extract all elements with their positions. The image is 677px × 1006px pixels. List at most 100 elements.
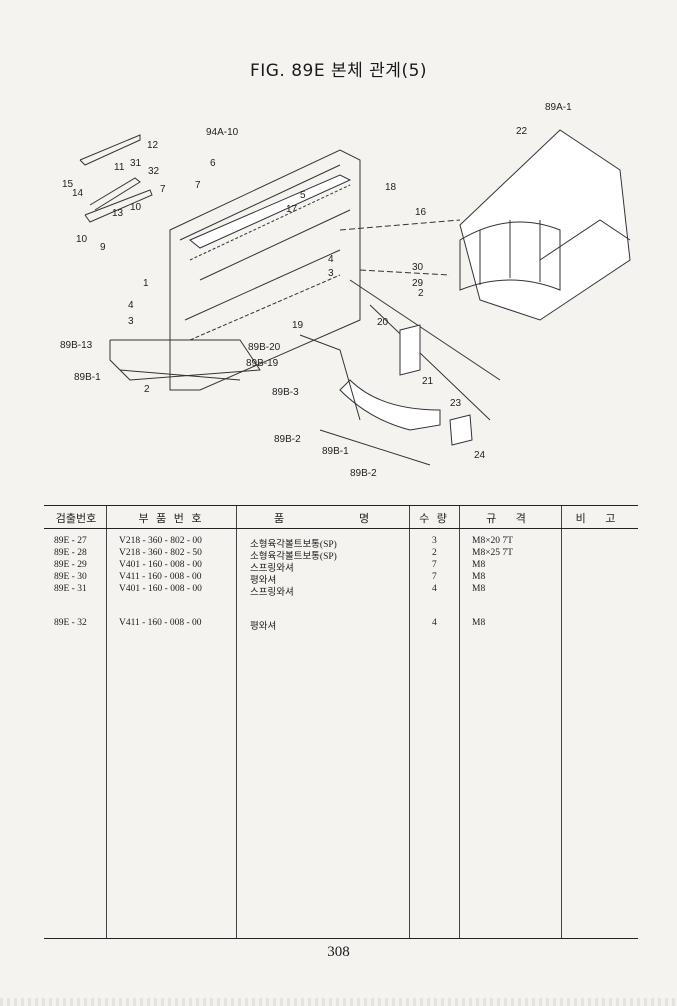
table-row: 89E - 28 V218 - 360 - 802 - 50 소형육각볼트보통(… [44, 548, 638, 562]
callout: 11 [114, 162, 125, 173]
callout: 20 [377, 317, 389, 328]
callout: 6 [210, 158, 216, 169]
callout: 29 [412, 278, 424, 289]
callout: 3 [328, 268, 334, 279]
row-part-no: V218 - 360 - 802 - 00 [119, 536, 202, 546]
callout: 89A-1 [545, 102, 572, 113]
callout: 4 [328, 254, 334, 265]
row-spec: M8 [472, 560, 486, 570]
table-row: 89E - 30 V411 - 160 - 008 - 00 평와셔 7 M8 [44, 572, 638, 586]
page-number: 308 [327, 944, 350, 960]
table-header: 검출번호 부 품 번 호 품 명 수 량 규 격 비 고 [44, 506, 638, 529]
row-spec: M8 [472, 572, 486, 582]
row-qty: 2 [432, 548, 437, 558]
bracket-23 [449, 414, 473, 446]
callout: 89B-19 [246, 358, 279, 369]
callout: 89B-1 [74, 372, 101, 383]
row-qty: 7 [432, 572, 437, 582]
callout: 31 [130, 158, 142, 169]
bracket-12 [79, 134, 141, 166]
row-name: 소형육각볼트보통(SP) [250, 540, 337, 550]
bracket-13 [84, 189, 153, 223]
callout: 32 [148, 166, 160, 177]
callout: 89B-1 [322, 446, 349, 457]
row-qty: 4 [432, 618, 437, 628]
row-part-no: V411 - 160 - 008 - 00 [119, 618, 202, 628]
header-qty: 수 량 [419, 512, 449, 525]
row-spec: M8×25 7T [472, 548, 513, 558]
callout: 12 [147, 140, 159, 151]
column-divider [236, 506, 237, 938]
row-ref: 89E - 31 [54, 584, 87, 594]
header-spec: 규 격 [486, 512, 534, 525]
callout: 22 [516, 126, 528, 137]
callout: 89B-13 [60, 340, 93, 351]
header-part-no: 부 품 번 호 [138, 512, 204, 525]
callout: 94A-10 [206, 127, 239, 138]
callout: 3 [128, 316, 134, 327]
figure-title: FIG. 89E 본체 관계(5) [249, 61, 428, 81]
callout: 89B-20 [248, 342, 281, 353]
table-row: 89E - 27 V218 - 360 - 802 - 00 소형육각볼트보통(… [44, 536, 638, 550]
row-name: 소형육각볼트보통(SP) [250, 552, 337, 562]
body-frame-part [169, 149, 361, 391]
row-ref: 89E - 32 [54, 618, 87, 628]
header-note: 비 고 [575, 512, 624, 525]
callout: 89B-2 [274, 434, 301, 445]
callout: 23 [450, 398, 462, 409]
body-frame-edge [179, 164, 341, 241]
row-name: 평와셔 [250, 576, 277, 586]
row-qty: 7 [432, 560, 437, 570]
table-row: 89E - 31 V401 - 160 - 008 - 00 스프링와셔 4 M… [44, 584, 638, 598]
callout: 17 [286, 204, 298, 215]
top-rail-part [189, 174, 352, 249]
row-spec: M8 [472, 618, 486, 628]
callout: 30 [412, 262, 424, 273]
column-divider [106, 506, 107, 938]
row-name: 평와셔 [250, 622, 277, 632]
body-frame-base [109, 339, 261, 381]
rod-89B-2 [319, 429, 431, 466]
callout: 19 [292, 320, 304, 331]
header-ref: 검출번호 [55, 512, 97, 525]
row-ref: 89E - 30 [54, 572, 87, 582]
row-qty: 4 [432, 584, 437, 594]
column-divider [409, 506, 410, 938]
row-name: 스프링와셔 [250, 564, 294, 574]
row-ref: 89E - 27 [54, 536, 87, 546]
row-part-no: V218 - 360 - 802 - 50 [119, 548, 202, 558]
callout-labels: 89A-1 22 94A-10 12 6 11 31 32 15 14 7 13… [60, 102, 572, 479]
exploded-parts-diagram: 89A-1 22 94A-10 12 6 11 31 32 15 14 7 13… [40, 90, 640, 490]
row-part-no: V411 - 160 - 008 - 00 [119, 572, 202, 582]
callout: 5 [300, 190, 306, 201]
callout: 16 [415, 207, 427, 218]
row-spec: M8×20 7T [472, 536, 513, 546]
diagram-svg: 89A-1 22 94A-10 12 6 11 31 32 15 14 7 13… [60, 102, 631, 479]
callout: 7 [160, 184, 166, 195]
row-qty: 3 [432, 536, 437, 546]
callout: 9 [100, 242, 106, 253]
callout: 13 [112, 208, 124, 219]
column-divider [459, 506, 460, 938]
header-name-1: 품 [274, 512, 287, 525]
callout: 89B-2 [350, 468, 377, 479]
table-row: 89E - 32 V411 - 160 - 008 - 00 평와셔 4 M8 [44, 618, 638, 632]
callout: 2 [418, 288, 424, 299]
cover-plate-89B-1 [339, 379, 441, 431]
callout: 89B-3 [272, 387, 299, 398]
callout: 7 [195, 180, 201, 191]
row-ref: 89E - 29 [54, 560, 87, 570]
hopper-drum [459, 221, 561, 291]
callout: 15 [62, 179, 74, 190]
callout: 10 [76, 234, 88, 245]
parts-table: 검출번호 부 품 번 호 품 명 수 량 규 격 비 고 89E - 27 V2… [44, 505, 638, 939]
row-name: 스프링와셔 [250, 588, 294, 598]
row-part-no: V401 - 160 - 008 - 00 [119, 560, 202, 570]
callout: 10 [130, 202, 142, 213]
row-part-no: V401 - 160 - 008 - 00 [119, 584, 202, 594]
callout: 2 [144, 384, 150, 395]
row-ref: 89E - 28 [54, 548, 87, 558]
callout: 18 [385, 182, 397, 193]
table-row: 89E - 29 V401 - 160 - 008 - 00 스프링와셔 7 M… [44, 560, 638, 574]
